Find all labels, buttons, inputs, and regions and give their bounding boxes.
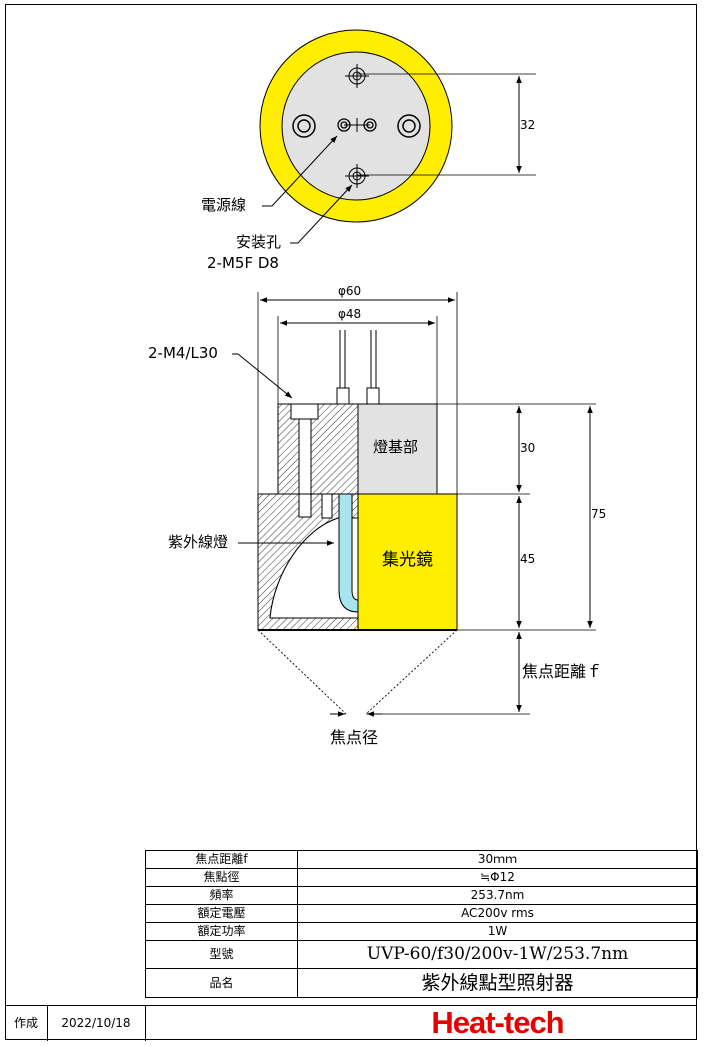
mount-hole-bottom — [345, 164, 369, 188]
table-row: 品名 紫外線點型照射器 — [145, 968, 698, 998]
spec-key: 品名 — [145, 968, 298, 998]
author-label: 作成 — [5, 1006, 48, 1041]
spec-value: 30ｍｍ — [297, 850, 698, 869]
lamp-label: 紫外線燈 — [168, 533, 229, 551]
base-label: 燈基部 — [373, 438, 419, 456]
focal-distance-label: 焦点距離ｆ — [522, 662, 603, 681]
side-view — [232, 292, 596, 717]
spec-key: 頻率 — [145, 886, 298, 905]
screw-leader — [232, 353, 293, 399]
dim-32-label: 32 — [520, 118, 536, 132]
spec-value: AC200v rms — [297, 904, 698, 923]
base-section-grey — [357, 403, 438, 495]
mount-hole-label: 安装孔 — [236, 233, 282, 251]
power-line-label: 電源線 — [201, 196, 247, 214]
mount-hole-top — [345, 64, 369, 88]
reflector-cavity — [269, 517, 359, 619]
dim-30-label: 30 — [520, 441, 536, 455]
table-row: 型號 UVP-60/f30/200v-1W/253.7nm — [145, 940, 698, 969]
footer: 作成 2022/10/18 — [5, 1005, 697, 1041]
inner-face — [281, 51, 431, 201]
spec-value: 1W — [297, 922, 698, 941]
focal-diameter-label: 焦点径 — [330, 728, 379, 747]
wire-holes — [337, 118, 377, 132]
spec-key: 額定電壓 — [145, 904, 298, 923]
top-view — [259, 29, 536, 244]
table-row: 額定功率 1W — [145, 922, 698, 941]
spec-key: 焦点距離f — [145, 850, 298, 869]
wire-sleeve-right — [366, 387, 380, 405]
dim-75-label: 75 — [591, 507, 607, 521]
dim-45-label: 45 — [520, 552, 536, 566]
table-row: 焦点距離f 30ｍｍ — [145, 850, 698, 869]
spec-key: 型號 — [145, 940, 298, 969]
side-hole-left — [292, 114, 316, 138]
table-row: 額定電壓 AC200v rms — [145, 904, 698, 923]
mount-hole-spec-label: 2-M5F D8 — [207, 254, 279, 272]
screw-label: 2-M4/L30 — [148, 344, 218, 362]
mirror-block — [357, 493, 458, 631]
dim-phi60-label: φ60 — [338, 284, 362, 298]
side-hole-right — [397, 114, 421, 138]
brand-logo: Heat-tech — [431, 1005, 564, 1040]
mirror-label: 集光鏡 — [382, 550, 433, 570]
date-label: 2022/10/18 — [47, 1006, 146, 1041]
mount-hole-leader — [290, 184, 353, 244]
spec-table: 焦点距離f 30ｍｍ 焦點徑 ≒Φ12 頻率 253.7nm 額定電壓 AC20… — [145, 850, 698, 998]
spec-key: 焦點徑 — [145, 868, 298, 887]
table-row: 焦點徑 ≒Φ12 — [145, 868, 698, 887]
table-row: 頻率 253.7nm — [145, 886, 698, 905]
spec-value: UVP-60/f30/200v-1W/253.7nm — [297, 940, 698, 969]
power-line-leader — [262, 135, 338, 207]
spec-value: ≒Φ12 — [297, 868, 698, 887]
spec-key: 額定功率 — [145, 922, 298, 941]
dim-phi48-label: φ48 — [338, 307, 362, 321]
screw-head — [290, 403, 319, 420]
wire-sleeve-left — [336, 387, 350, 405]
spec-value: 253.7nm — [297, 886, 698, 905]
drawing-frame — [5, 4, 697, 1040]
spec-value: 紫外線點型照射器 — [297, 968, 698, 998]
